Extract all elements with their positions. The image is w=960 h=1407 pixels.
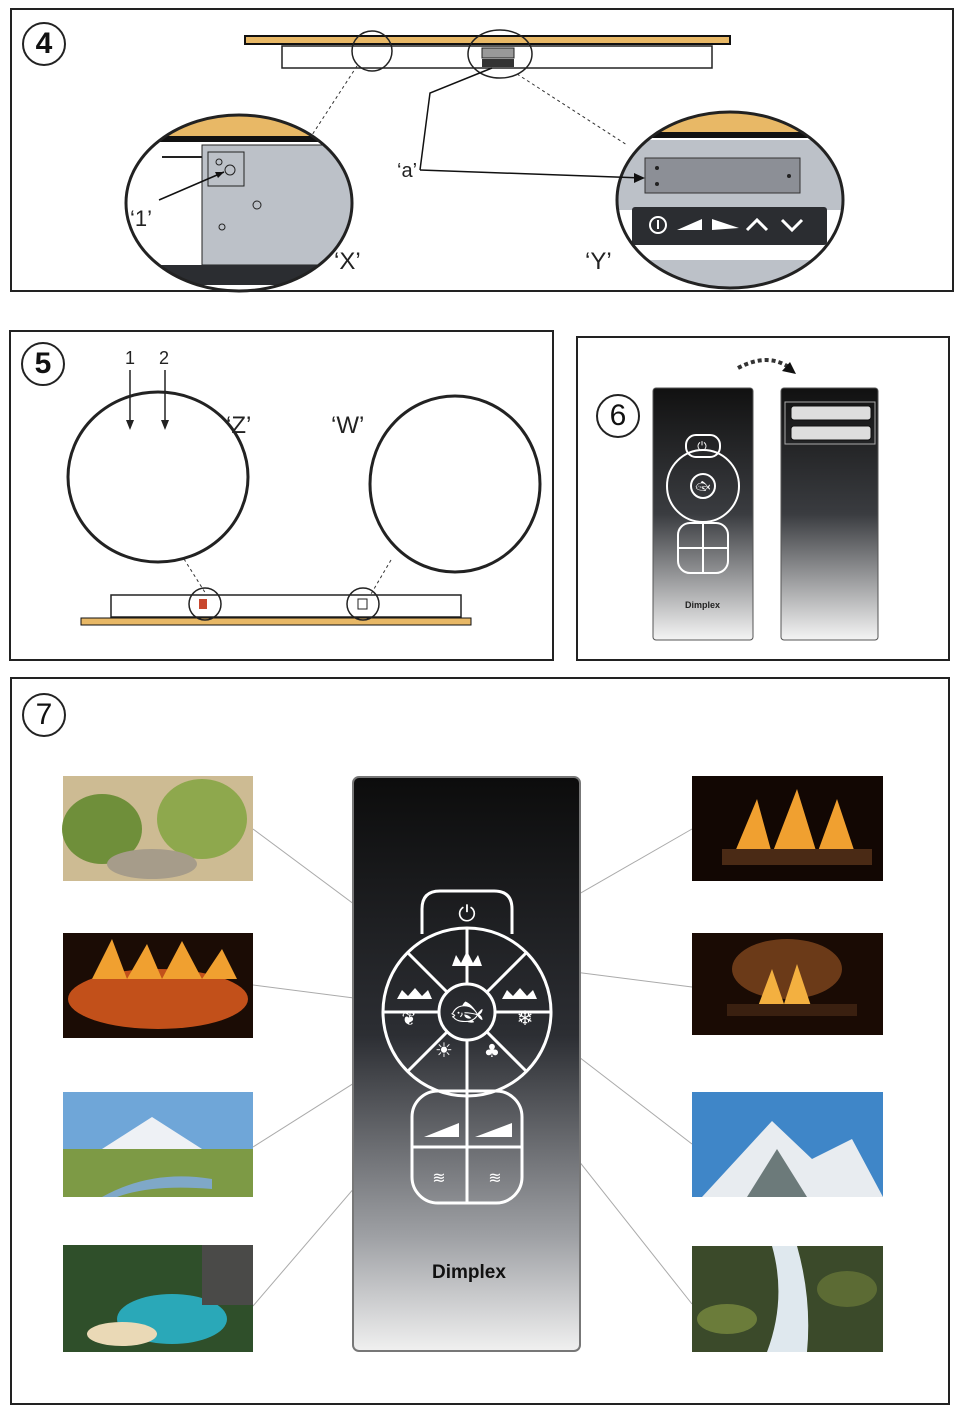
leader-a-bottom bbox=[419, 169, 643, 179]
fish-icon: 🐟︎ bbox=[450, 998, 483, 1028]
detail-w-border bbox=[368, 394, 542, 574]
label-detail-x: ‘X’ bbox=[334, 248, 361, 275]
panel-4-illustration bbox=[124, 29, 845, 293]
scene-mountain-meadow-river bbox=[63, 1092, 253, 1197]
scene-forest-stream bbox=[692, 1246, 883, 1352]
fish-icon-small: 🐟︎ bbox=[695, 479, 710, 493]
leader-w bbox=[370, 559, 392, 595]
remote-large-buttons bbox=[381, 889, 553, 1205]
panel-step-7: ⏻ 🐟︎ ❄ ☀ ♣ ❦ ≋ ≋ bbox=[10, 677, 950, 1405]
power-icon-small: ⏻ bbox=[697, 439, 707, 453]
step-number-5: 5 bbox=[21, 342, 65, 386]
scene-log-fire-coals bbox=[63, 933, 253, 1038]
battery-2 bbox=[790, 425, 872, 441]
arrow-1-head bbox=[215, 172, 224, 178]
detail-z-marker bbox=[188, 587, 222, 621]
wall-board-bottom bbox=[80, 617, 472, 626]
leaf-icon: ❦ bbox=[401, 1009, 416, 1030]
scene-coastal-waterfall-cove bbox=[63, 1245, 253, 1352]
panel-6-illustration: ⏻ 🐟︎ bbox=[652, 358, 879, 641]
detail-w bbox=[366, 392, 546, 580]
power-icon: ⏻ bbox=[458, 902, 475, 927]
leader-a-top bbox=[419, 67, 493, 171]
button-strip-small bbox=[482, 59, 514, 67]
battery-compartment bbox=[784, 401, 876, 445]
label-switch-1: 1 bbox=[125, 348, 136, 368]
detail-w-marker bbox=[346, 587, 380, 621]
detail-z-border bbox=[66, 390, 250, 564]
panel-5-illustration bbox=[61, 370, 546, 626]
label-detail-y: ‘Y’ bbox=[585, 248, 612, 275]
scene-snowy-mountain-peak bbox=[692, 1092, 883, 1197]
remote-front-buttons bbox=[666, 434, 740, 574]
heat-low-icon: ≋ bbox=[432, 1168, 445, 1187]
panel-step-5: 5 1 2 ‘Z’ ‘W’ bbox=[9, 330, 554, 661]
leader-z bbox=[183, 558, 207, 595]
pointer-1-head bbox=[126, 420, 134, 430]
detail-y-border bbox=[615, 110, 845, 290]
scene-log-fire-small bbox=[692, 933, 883, 1035]
leader-a-head bbox=[634, 173, 645, 183]
sun-icon: ☀ bbox=[435, 1038, 453, 1062]
heat-high-icon: ≋ bbox=[488, 1168, 501, 1187]
callout-1: ‘1’ bbox=[130, 206, 153, 231]
flip-arrow-head bbox=[782, 362, 796, 374]
volume-icons bbox=[424, 1123, 512, 1137]
switch-small bbox=[199, 599, 207, 609]
control-panel-small bbox=[481, 47, 515, 59]
label-detail-w: ‘W’ bbox=[331, 412, 365, 439]
detail-y-marker bbox=[467, 29, 533, 79]
label-detail-z: ‘Z’ bbox=[226, 412, 252, 439]
panel-7-illustration: ⏻ 🐟︎ ❄ ☀ ♣ ❦ ≋ ≋ bbox=[62, 776, 883, 1352]
detail-x bbox=[126, 115, 352, 291]
remote-front bbox=[652, 387, 754, 641]
tree-icon: ♣ bbox=[484, 1041, 500, 1062]
wall-board bbox=[244, 35, 731, 45]
fire-unit-bottom bbox=[110, 594, 462, 618]
step-number-6: 6 bbox=[596, 394, 640, 438]
snowflake-icon: ❄ bbox=[517, 1006, 534, 1030]
step-number-4: 4 bbox=[22, 22, 66, 66]
leader-y bbox=[516, 73, 628, 146]
leader-x bbox=[311, 65, 358, 136]
scene-log-fire-large bbox=[692, 776, 883, 881]
flip-arrow bbox=[737, 358, 792, 370]
flame-icons bbox=[397, 951, 537, 999]
arrow-1 bbox=[158, 171, 225, 201]
detail-x-border bbox=[124, 113, 354, 293]
step-number-7: 7 bbox=[22, 693, 66, 737]
label-switch-2: 2 bbox=[159, 348, 170, 368]
detail-z bbox=[61, 382, 261, 572]
callout-a: ‘a’ bbox=[397, 160, 418, 182]
remote-back bbox=[780, 387, 879, 641]
remote-logo-small: Dimplex bbox=[685, 600, 721, 610]
panel-step-4: 4 ‘1’ ‘a’ ‘X’ ‘Y’ bbox=[10, 8, 954, 293]
battery-1 bbox=[790, 405, 872, 421]
remote-logo-large: Dimplex bbox=[432, 1262, 506, 1283]
panel-step-6: ⏻ 🐟︎ 6 Dimplex bbox=[576, 336, 950, 661]
detail-x-marker bbox=[351, 30, 393, 72]
socket-small bbox=[357, 598, 368, 610]
pointer-2-head bbox=[161, 420, 169, 430]
scene-aquarium-plants bbox=[62, 776, 253, 881]
